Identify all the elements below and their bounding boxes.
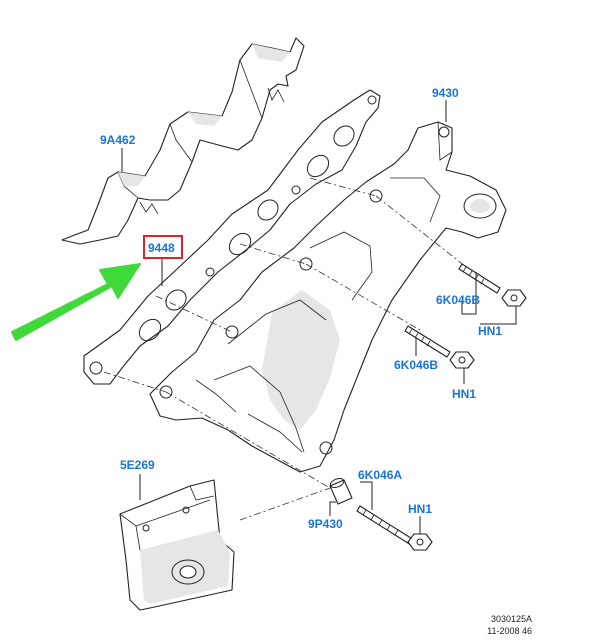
stud-6k046b-lower[interactable]	[404, 325, 451, 358]
highlight-box	[143, 235, 183, 259]
spacer-9p430[interactable]	[329, 477, 353, 505]
bracket-part[interactable]	[119, 479, 235, 611]
nut-hn1-bottom[interactable]	[407, 533, 433, 551]
gasket-part[interactable]	[83, 89, 381, 385]
label-9p430[interactable]: 9P430	[308, 517, 343, 531]
stud-6k046b-upper[interactable]	[458, 263, 501, 294]
nut-hn1-upper[interactable]	[501, 289, 527, 307]
label-5e269[interactable]: 5E269	[120, 458, 155, 472]
date-code: 11-2008 46	[487, 626, 532, 636]
leader-lines	[121, 100, 517, 534]
pointer-arrow-icon	[11, 263, 141, 341]
exhaust-manifold-part[interactable]	[149, 121, 507, 473]
label-6k046b-lower[interactable]: 6K046B	[394, 358, 438, 372]
label-6k046a[interactable]: 6K046A	[358, 468, 402, 482]
label-9448[interactable]: 9448	[148, 241, 175, 255]
assembly-lines	[103, 177, 471, 521]
nut-hn1-lower[interactable]	[449, 351, 475, 369]
label-9a462[interactable]: 9A462	[100, 133, 136, 147]
label-hn1-bottom[interactable]: HN1	[408, 502, 432, 516]
label-hn1-upper[interactable]: HN1	[478, 324, 502, 338]
reference-code: 3030125A	[491, 614, 532, 624]
heat-shield-part[interactable]	[61, 37, 305, 245]
label-6k046b-upper[interactable]: 6K046B	[436, 293, 480, 307]
label-9430[interactable]: 9430	[432, 86, 459, 100]
stud-6k046a[interactable]	[356, 505, 415, 546]
label-hn1-lower[interactable]: HN1	[452, 387, 476, 401]
